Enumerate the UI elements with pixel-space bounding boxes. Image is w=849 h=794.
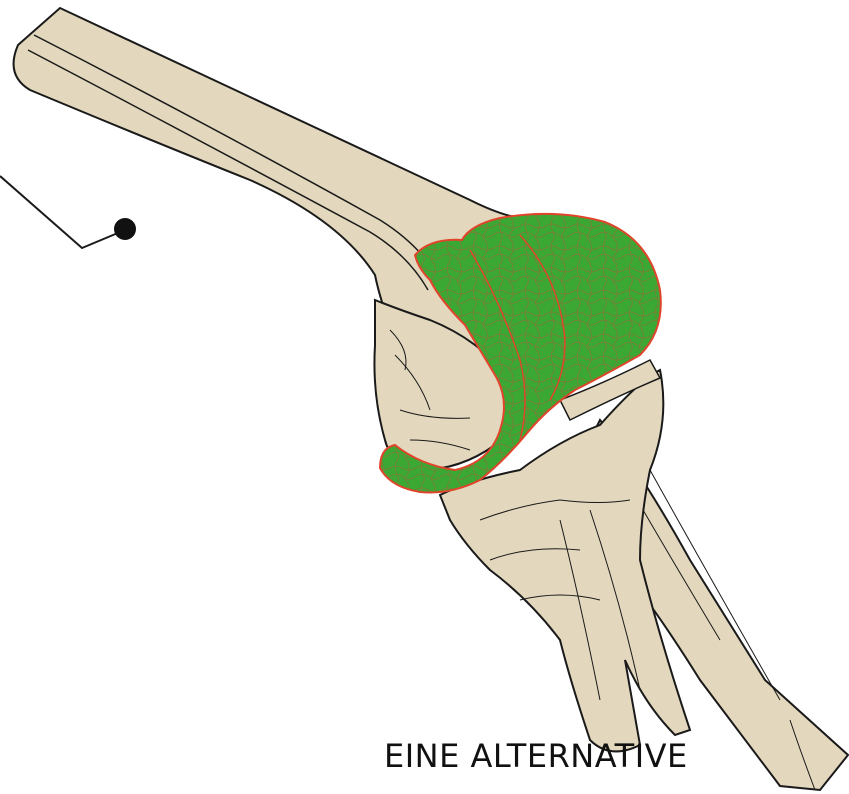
callout-pointer	[0, 176, 136, 248]
callout-dot	[114, 218, 136, 240]
callout-line	[0, 176, 125, 248]
caption-text: EINE ALTERNATIVE	[384, 734, 704, 778]
